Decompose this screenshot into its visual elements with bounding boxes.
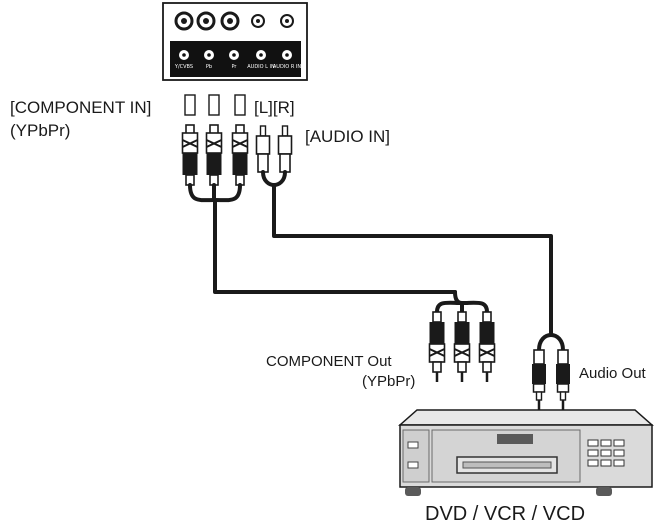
dvd-player-icon [398, 409, 654, 496]
rca-plug-icon-component-in [181, 124, 249, 186]
device-label: DVD / VCR / VCD [425, 503, 586, 525]
rca-plug-icon-audio-out [531, 349, 571, 401]
audio-cable [261, 170, 565, 352]
rca-plug-icon-component-out [428, 311, 496, 373]
rca-plug-icon-audio-in [255, 125, 293, 173]
input-receptacles [184, 94, 246, 116]
panel-jack-label-ycvbs: Y/CVBS [174, 64, 193, 70]
connector-panel-icon: Y/CVBS Pb Pr AUDIO L IN AUDIO R IN [162, 2, 308, 81]
panel-jack-label-audio-r: AUDIO R IN [273, 64, 301, 70]
device-leads [435, 372, 565, 410]
panel-jack-row-bottom [179, 50, 292, 60]
audio-in-label: [AUDIO IN] [305, 127, 391, 146]
panel-jack-label-audio-l: AUDIO L IN [247, 64, 275, 70]
component-out-label: COMPONENT Out [266, 353, 392, 370]
component-out-sub-label: (YPbPr) [362, 373, 416, 390]
component-in-label: [COMPONENT IN] [10, 98, 152, 117]
panel-jack-row-top [174, 11, 294, 31]
component-in-sub-label: (YPbPr) [10, 121, 71, 140]
audio-out-label: Audio Out [579, 365, 646, 382]
component-cable [188, 183, 489, 314]
panel-jack-label-pr: Pr [232, 64, 238, 70]
panel-jack-label-pb: Pb [206, 64, 212, 70]
audio-lr-label: [L][R] [254, 98, 295, 117]
